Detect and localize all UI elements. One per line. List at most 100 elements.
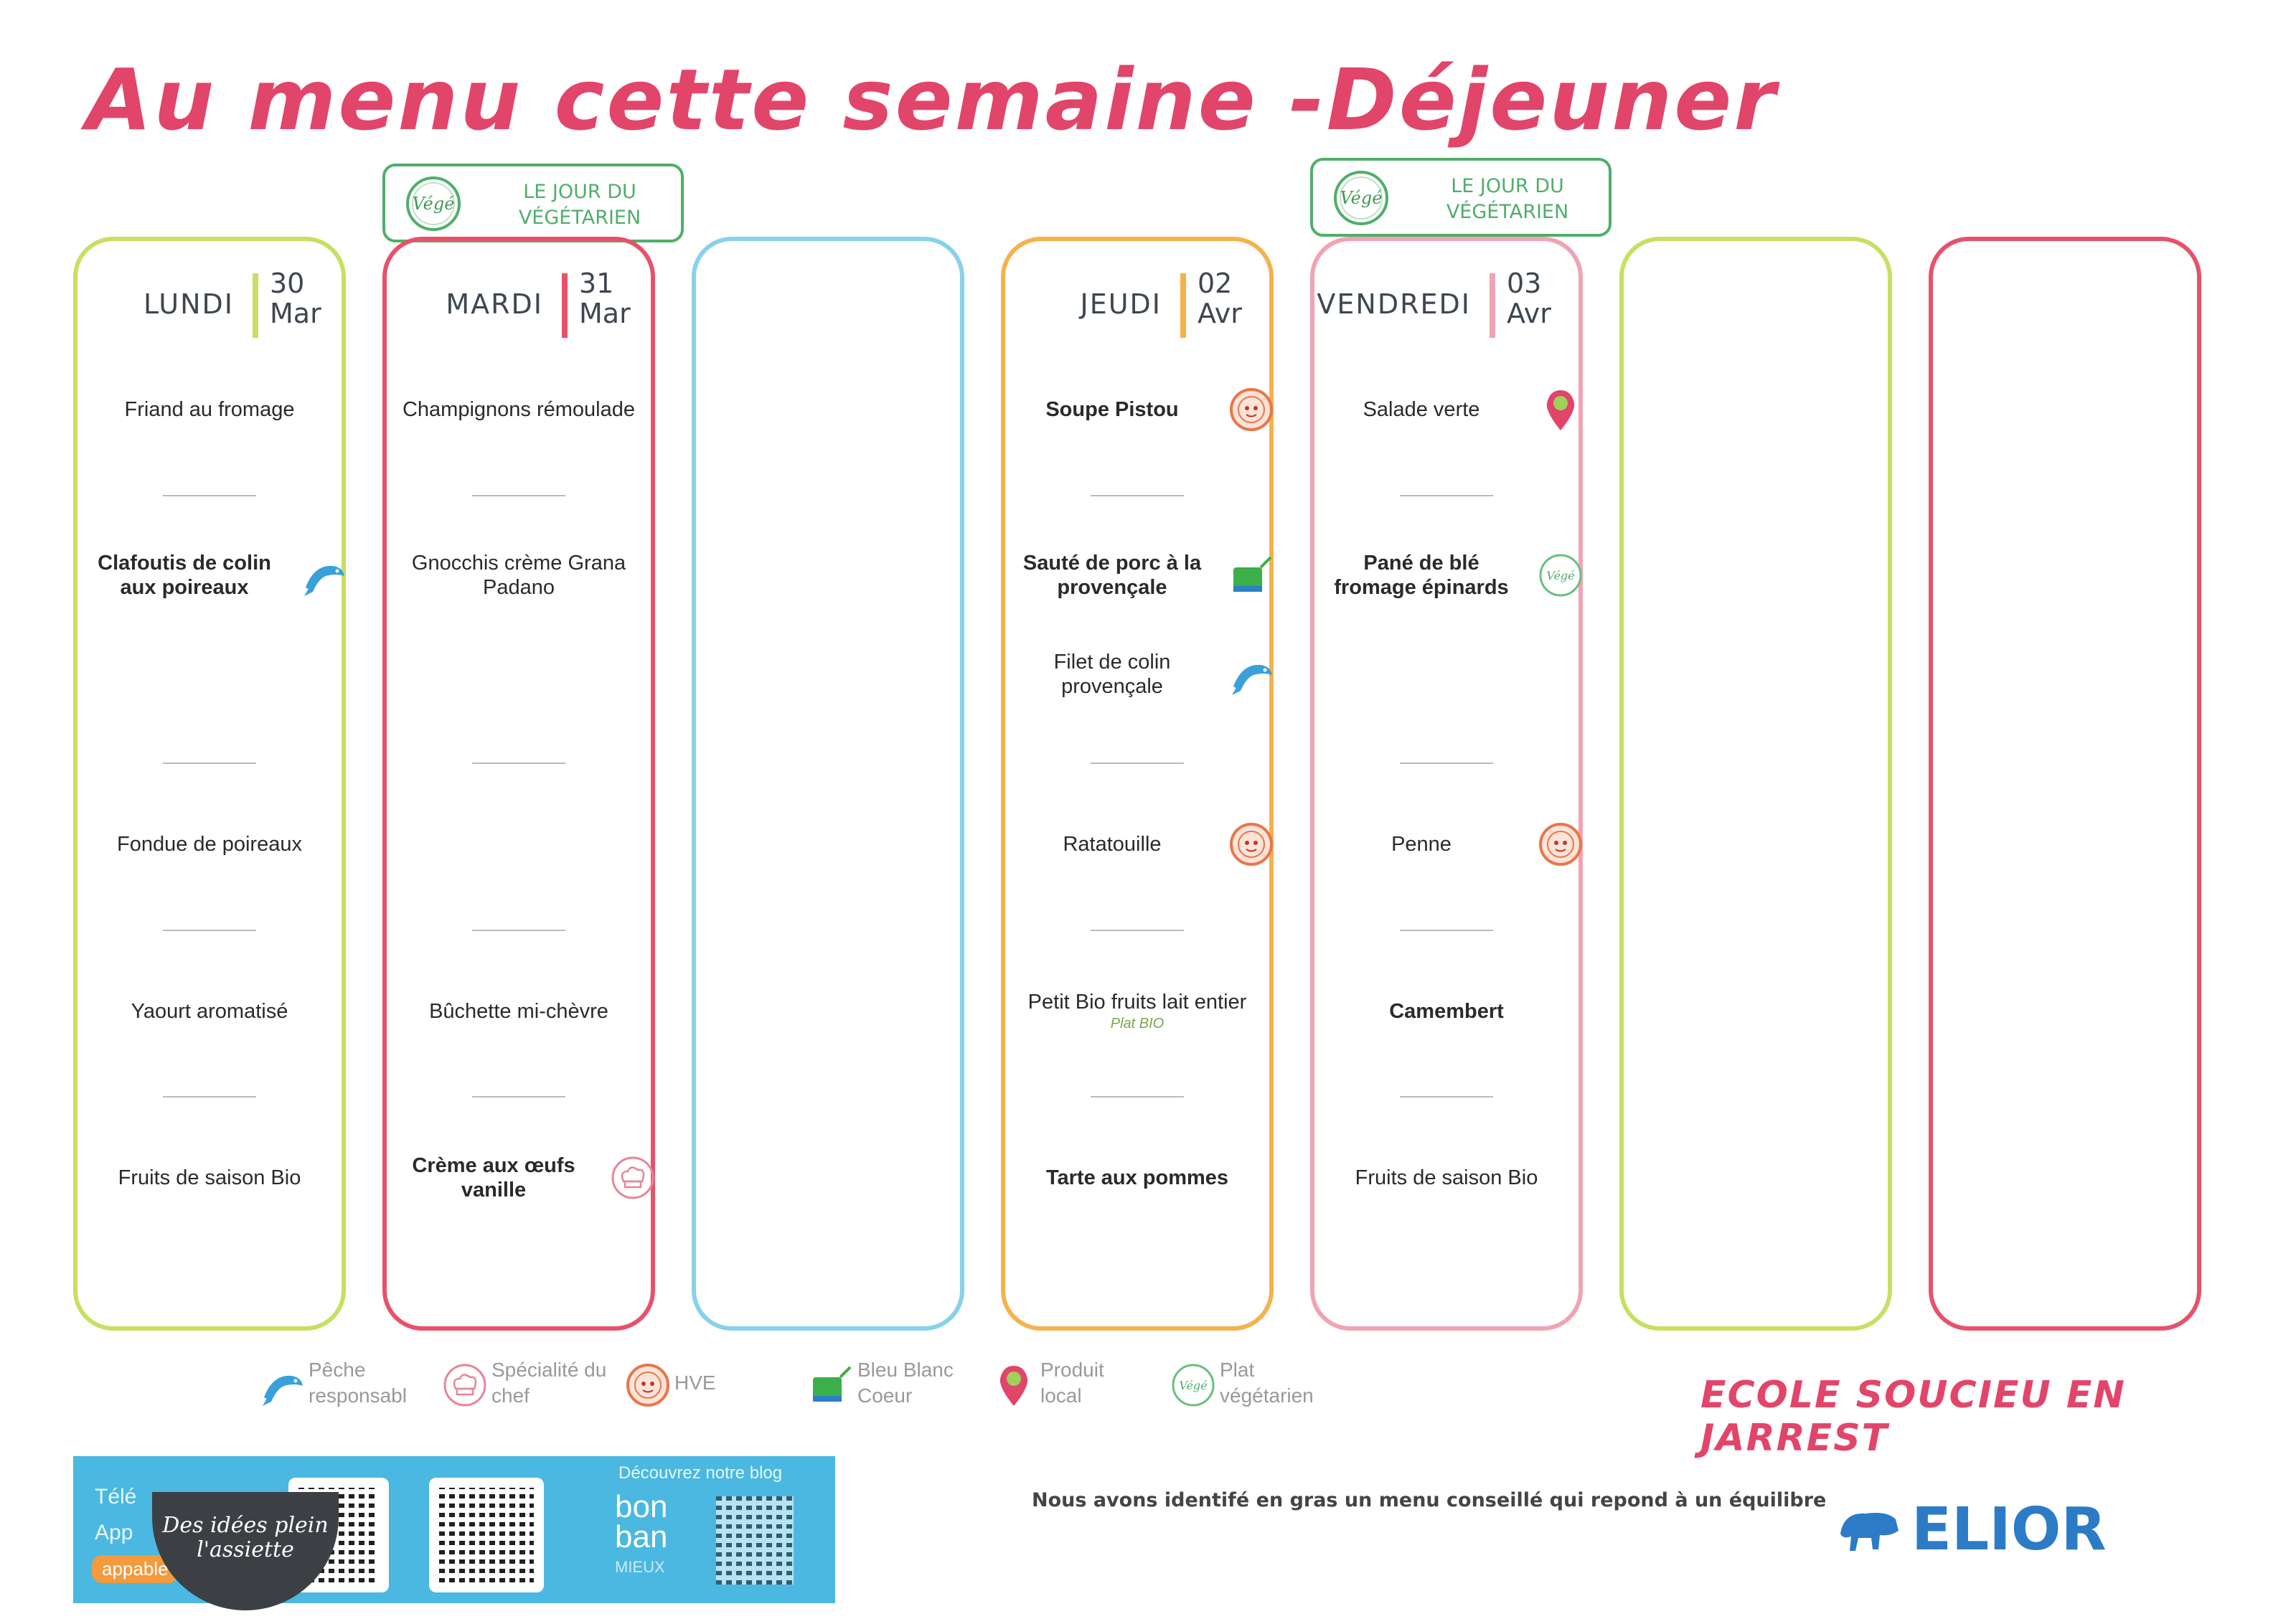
separator: [472, 1096, 565, 1097]
menu-item: Fruits de saison Bio: [85, 1166, 334, 1190]
vege-line-1: LE JOUR DU: [1451, 175, 1564, 197]
local-icon: [1537, 386, 1584, 433]
menu-note: Nous avons identifé en gras un menu cons…: [1032, 1489, 1827, 1511]
day-divider: [562, 273, 568, 338]
menu-item: Salade verte: [1322, 397, 1521, 422]
hve-icon: [1537, 821, 1584, 868]
hve-icon: [1228, 386, 1275, 433]
dish-name: Gnocchis crème Grana Padano: [411, 552, 626, 599]
separator: [1400, 930, 1493, 931]
local-icon: [990, 1361, 1035, 1406]
app-banner[interactable]: Télé App appable Des idées plein l'assie…: [73, 1456, 835, 1610]
blog-text: Découvrez notre blog: [618, 1463, 783, 1483]
vege-icon: Végé: [1537, 552, 1584, 599]
day-name: VENDREDI: [1317, 288, 1471, 320]
menu-item: Sauté de porc à la provençale: [1012, 551, 1212, 600]
dish-name: Sauté de porc à la provençale: [1022, 552, 1202, 599]
day-month: Avr: [1507, 298, 1551, 329]
qr-code-2[interactable]: [429, 1478, 544, 1592]
separator: [1091, 763, 1184, 764]
dish-name: Friand au fromage: [124, 398, 295, 421]
separator: [1400, 495, 1493, 496]
day-name: MARDI: [446, 288, 543, 320]
vege-icon: Végé: [401, 175, 466, 236]
fish-icon: [258, 1361, 303, 1406]
qr-code-blog[interactable]: [712, 1492, 798, 1589]
menu-item: Fondue de poireaux: [85, 832, 334, 856]
day-number: 31: [579, 268, 614, 299]
menu-item: Bûchette mi-chèvre: [394, 999, 644, 1024]
menu-item: Ratatouille: [1012, 832, 1212, 856]
fish-icon: [1228, 651, 1275, 698]
vege-icon: Végé: [1170, 1361, 1215, 1407]
dish-name: Fruits de saison Bio: [118, 1166, 301, 1189]
dish-name: Clafoutis de colin aux poireaux: [98, 552, 271, 599]
vege-line-1: LE JOUR DU: [523, 181, 636, 203]
separator: [472, 495, 565, 496]
menu-item: Yaourt aromatisé: [85, 999, 334, 1024]
banner-text-1: Télé: [95, 1485, 137, 1509]
dish-name: Camembert: [1389, 1000, 1504, 1023]
vegetarian-day-badge: Végé LE JOUR DU VÉGÉTARIEN: [1310, 158, 1612, 237]
elior-logo: ELIOR: [1837, 1496, 2107, 1564]
menu-item: Pané de blé fromage épinards: [1322, 551, 1521, 600]
separator: [163, 495, 256, 496]
menu-item: Camembert: [1322, 999, 1571, 1024]
menu-item: Friand au fromage: [85, 397, 334, 422]
empty-day-column: [1619, 237, 1892, 1331]
dish-name: Filet de colin provençale: [1053, 651, 1171, 698]
vege-line-2: VÉGÉTARIEN: [518, 207, 641, 229]
day-divider: [1180, 273, 1186, 338]
separator: [472, 930, 565, 931]
hve-icon: [624, 1361, 669, 1407]
vegetarian-day-badge: Végé LE JOUR DU VÉGÉTARIEN: [382, 164, 684, 242]
vege-icon: Végé: [1329, 169, 1393, 230]
day-month: Mar: [579, 298, 631, 329]
dish-label: Plat BIO: [1110, 1016, 1165, 1031]
menu-item: Filet de colin provençale: [1012, 650, 1212, 699]
dish-name: Champignons rémoulade: [402, 398, 636, 421]
menu-item: Soupe Pistou: [1012, 397, 1212, 422]
vege-line-2: VÉGÉTARIEN: [1446, 201, 1569, 223]
day-name: JEUDI: [1080, 288, 1162, 320]
separator: [163, 930, 256, 931]
school-name: ECOLE SOUCIEU EN JARREST: [1700, 1374, 2126, 1460]
bbc-icon: [1228, 552, 1275, 599]
day-number: 30: [270, 268, 305, 299]
day-divider: [1490, 273, 1495, 338]
empty-day-column: [692, 237, 964, 1331]
hve-icon: [1228, 821, 1275, 868]
separator: [472, 763, 565, 764]
bbc-icon: [807, 1361, 852, 1406]
dish-name: Soupe Pistou: [1045, 398, 1179, 421]
logo-word-3: MIEUX: [615, 1558, 665, 1576]
dish-name: Crème aux œufs vanille: [412, 1154, 575, 1202]
menu-item: Tarte aux pommes: [1012, 1166, 1262, 1190]
app-store-pill[interactable]: appable: [92, 1555, 179, 1583]
fish-icon: [300, 552, 347, 599]
menu-item: Fruits de saison Bio: [1322, 1166, 1571, 1190]
dish-name: Ratatouille: [1063, 833, 1162, 856]
day-name: LUNDI: [144, 288, 234, 320]
chef-icon: [441, 1361, 486, 1407]
dish-name: Penne: [1391, 833, 1452, 856]
page-title: Au menu cette semaine -Déjeuner: [86, 50, 1778, 149]
menu-item: Penne: [1322, 832, 1521, 856]
empty-day-column: [1929, 237, 2201, 1331]
des-idees-logo: Des idées plein l'assiette: [152, 1492, 339, 1610]
separator: [1400, 763, 1493, 764]
logo-word-1: bon: [615, 1489, 668, 1524]
dish-name: Bûchette mi-chèvre: [429, 1000, 608, 1023]
